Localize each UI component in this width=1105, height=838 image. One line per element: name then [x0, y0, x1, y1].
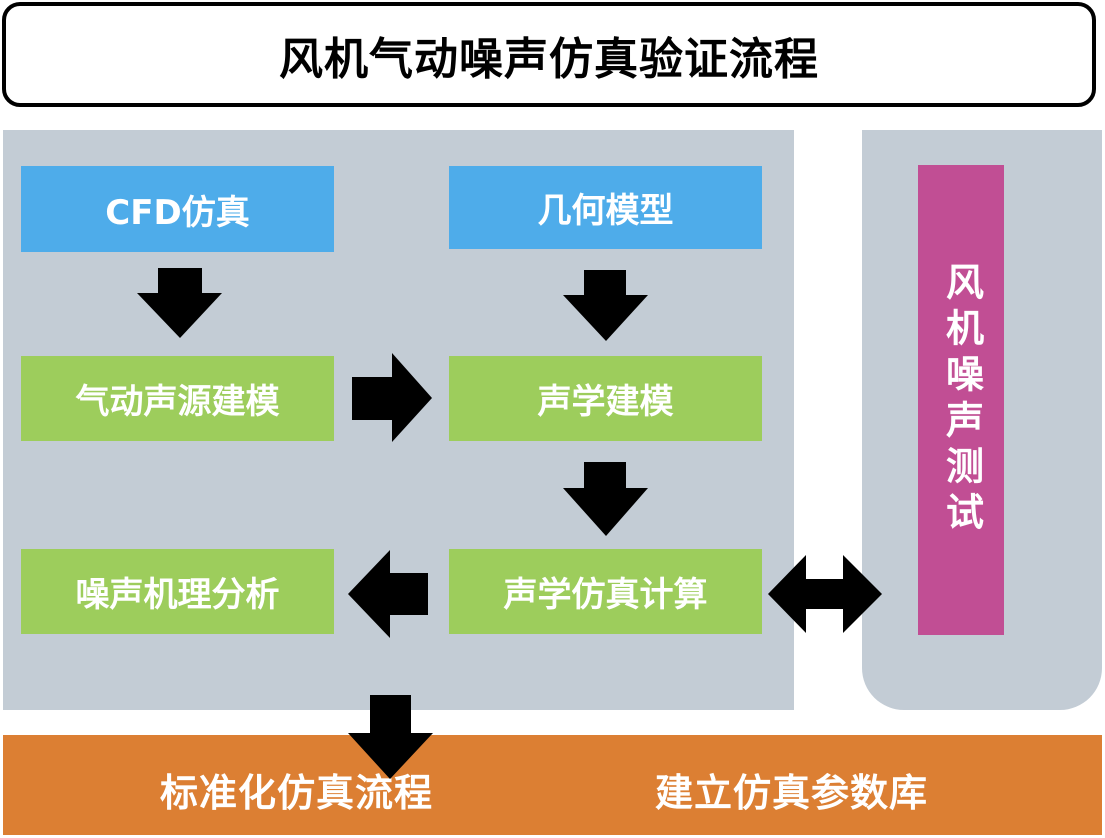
fan-noise-test-label: 风机噪声测试 — [939, 262, 984, 538]
acoustic-simulation-compute-box: 声学仿真计算 — [449, 549, 762, 634]
acoustic-modeling-box: 声学建模 — [449, 356, 762, 441]
geometry-model-box: 几何模型 — [449, 166, 762, 249]
aero-source-modeling-box: 气动声源建模 — [21, 356, 334, 441]
fan-noise-test-box: 风机噪声测试 — [918, 165, 1004, 635]
geometry-model-label: 几何模型 — [537, 191, 674, 231]
noise-mechanism-analysis-box: 噪声机理分析 — [21, 549, 334, 634]
diagram-title: 风机气动噪声仿真验证流程 — [279, 33, 819, 85]
cfd-simulation-label: CFD仿真 — [105, 192, 250, 233]
noise-mechanism-analysis-label: 噪声机理分析 — [75, 575, 280, 615]
aero-source-modeling-label: 气动声源建模 — [75, 382, 280, 422]
acoustic-simulation-compute-label: 声学仿真计算 — [503, 575, 708, 615]
bottom-bar — [3, 735, 1102, 835]
standardized-process-label: 标准化仿真流程 — [160, 771, 434, 815]
acoustic-modeling-label: 声学建模 — [537, 382, 674, 422]
parameter-library-label: 建立仿真参数库 — [655, 771, 929, 815]
cfd-simulation-box: CFD仿真 — [21, 166, 334, 252]
title-box: 风机气动噪声仿真验证流程 — [2, 2, 1096, 107]
